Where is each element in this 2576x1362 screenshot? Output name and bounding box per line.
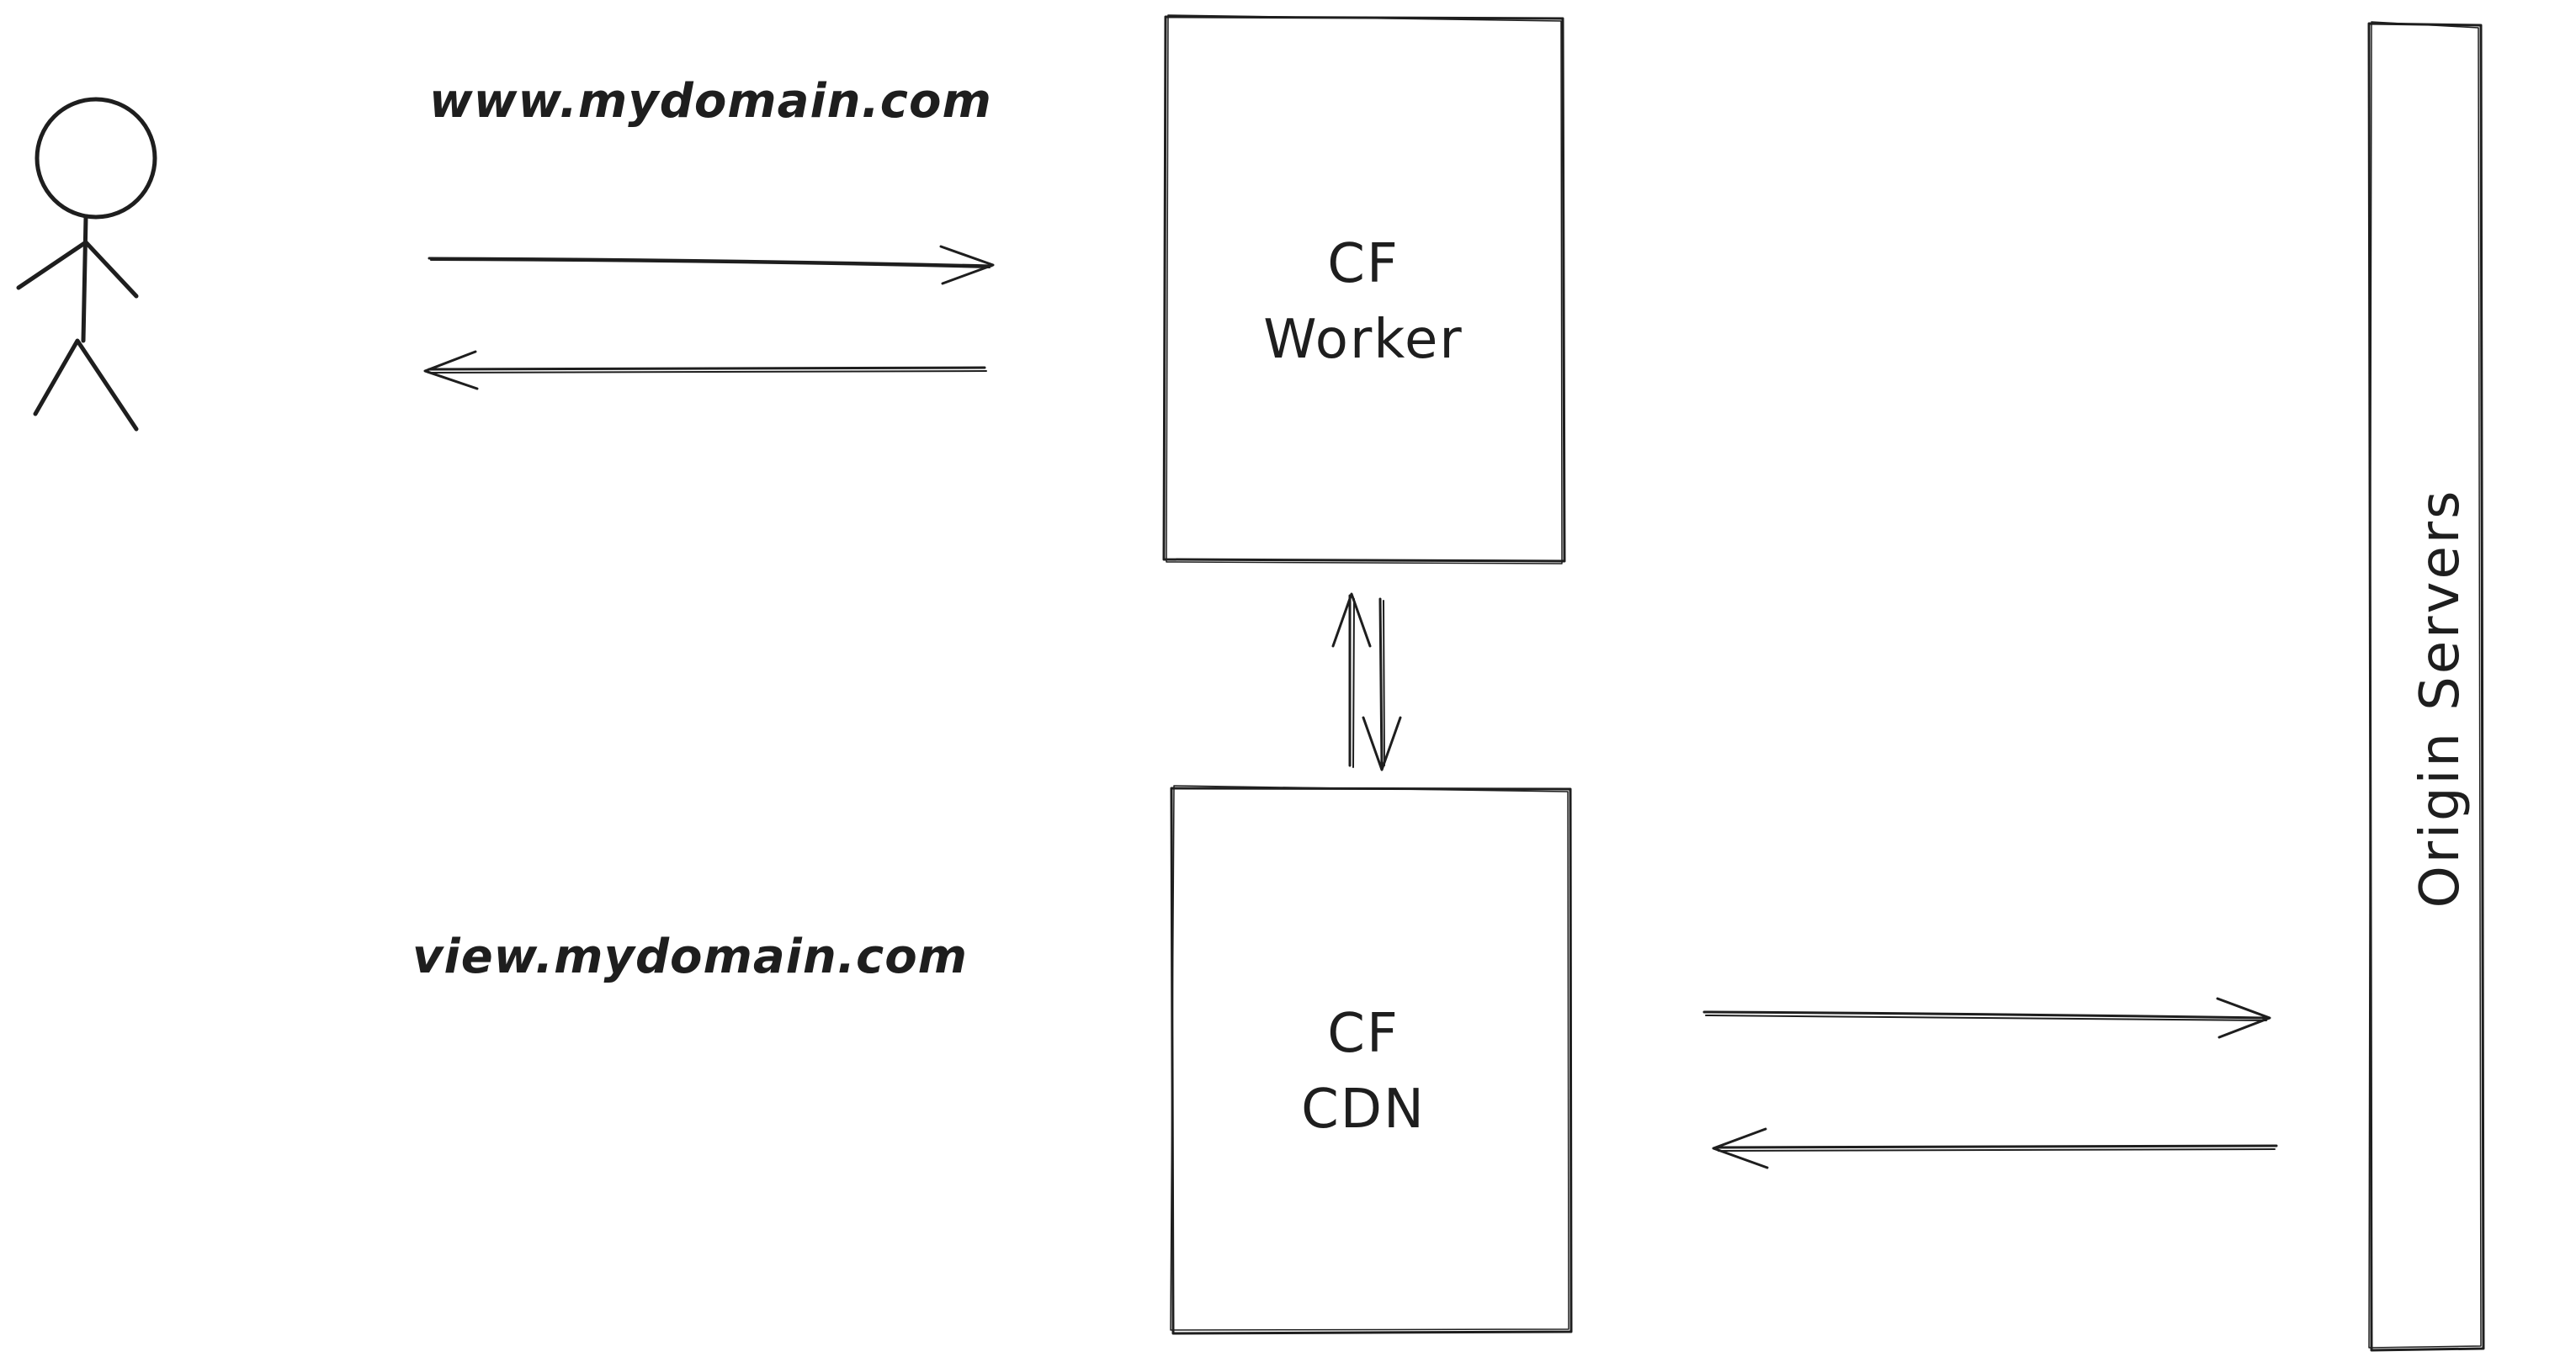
cf-worker-label-line1: CF [1327,233,1400,295]
arrow-user-to-worker [428,245,995,285]
cf-cdn-label-line1: CF [1327,1003,1400,1065]
cf-cdn-box [1170,785,1573,1335]
user-stick-figure-icon [16,97,157,432]
cf-worker-label-line2: Worker [1263,309,1463,371]
view-domain-label: view.mydomain.com [412,930,969,984]
user-legs [33,338,139,432]
user-head [35,97,157,220]
arrow-worker-to-cdn [1362,597,1402,771]
origin-servers-label: Origin Servers [2409,488,2472,909]
www-domain-label: www.mydomain.com [429,74,992,129]
user-body [81,215,88,343]
cf-worker-box [1162,14,1566,564]
arrow-cdn-to-worker [1331,592,1372,768]
cf-cdn-label-line2: CDN [1301,1078,1426,1141]
user-arms [16,240,139,299]
arrow-cdn-to-origin [1702,997,2271,1039]
arrow-worker-to-user [423,350,987,390]
arrow-origin-to-cdn [1712,1127,2278,1169]
origin-servers-box [2367,21,2485,1352]
